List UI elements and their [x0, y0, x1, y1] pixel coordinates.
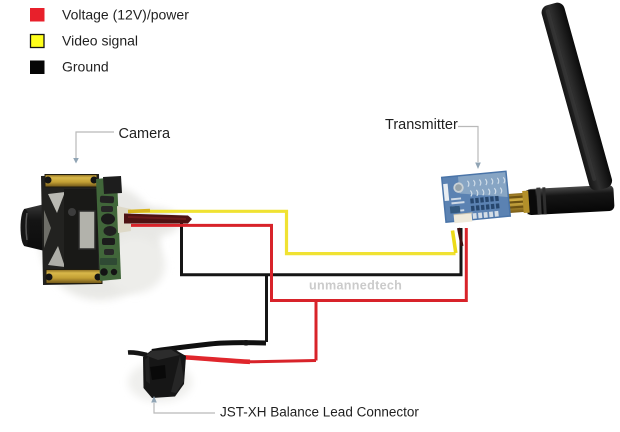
svg-text:Voltage (12V)/power: Voltage (12V)/power — [62, 7, 189, 23]
svg-text:unmannedtech: unmannedtech — [309, 279, 402, 293]
svg-text:Ground: Ground — [62, 59, 109, 75]
svg-text:JST-XH Balance Lead Connector: JST-XH Balance Lead Connector — [220, 405, 419, 420]
svg-text:Camera: Camera — [119, 126, 172, 142]
svg-text:Transmitter: Transmitter — [385, 117, 458, 133]
svg-text:Video signal: Video signal — [62, 33, 138, 49]
